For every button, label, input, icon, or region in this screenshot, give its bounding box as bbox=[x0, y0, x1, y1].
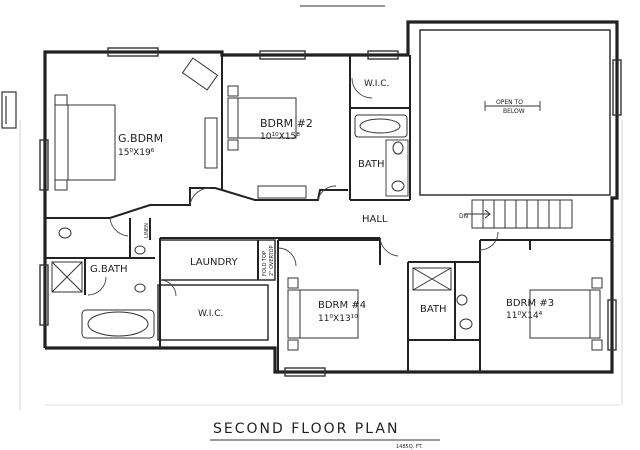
wic-bottom-name: W.I.C. bbox=[198, 309, 223, 319]
plan-title: SECOND FLOOR PLAN bbox=[213, 421, 399, 437]
bed-bdrm3 bbox=[529, 277, 603, 351]
plan-sqft: 1485Q. FT. bbox=[396, 444, 423, 450]
bath-fixtures bbox=[51, 114, 473, 339]
bdrm4-size: 11⁰X13¹⁰ bbox=[318, 314, 358, 324]
bath-top-name: BATH bbox=[358, 159, 385, 170]
gbdrm-name: G.BDRM bbox=[118, 132, 163, 145]
left-window-stub bbox=[1, 91, 17, 129]
bdrm2-size: 10¹⁰X15⁸ bbox=[260, 132, 300, 142]
bdrm4-name: BDRM #4 bbox=[318, 300, 366, 311]
laundry-name: LAUNDRY bbox=[190, 257, 238, 268]
open-below-line2: BELOW bbox=[503, 108, 525, 115]
linen-label: LINEN bbox=[144, 223, 150, 238]
door-swings bbox=[87, 77, 499, 297]
bed-bdrm2 bbox=[227, 85, 307, 199]
bed-gbdrm bbox=[54, 57, 219, 191]
fold-top-line1: FOLD TOP bbox=[262, 251, 268, 276]
hall-name: HALL bbox=[362, 214, 388, 225]
bdrm3-size: 11⁰X14⁴ bbox=[506, 311, 543, 321]
bed-bdrm4 bbox=[287, 277, 359, 351]
open-to-below-arrow bbox=[484, 101, 541, 111]
gbdrm-size: 15⁰X19⁶ bbox=[118, 148, 155, 158]
stairs bbox=[465, 199, 573, 229]
bath-mid-name: BATH bbox=[420, 304, 447, 315]
exterior-walls bbox=[43, 20, 619, 374]
bdrm2-name: BDRM #2 bbox=[260, 117, 313, 130]
fold-top-line2: 2" OVERTOP bbox=[269, 245, 275, 276]
open-below-line1: OPEN TO bbox=[496, 99, 523, 106]
bath-cabinet bbox=[385, 139, 409, 197]
gbath-name: G.BATH bbox=[90, 264, 127, 275]
dn-label: DN bbox=[459, 213, 468, 220]
wic-top-name: W.I.C. bbox=[364, 79, 389, 89]
bdrm3-name: BDRM #3 bbox=[506, 298, 554, 309]
window-marks bbox=[39, 47, 622, 377]
